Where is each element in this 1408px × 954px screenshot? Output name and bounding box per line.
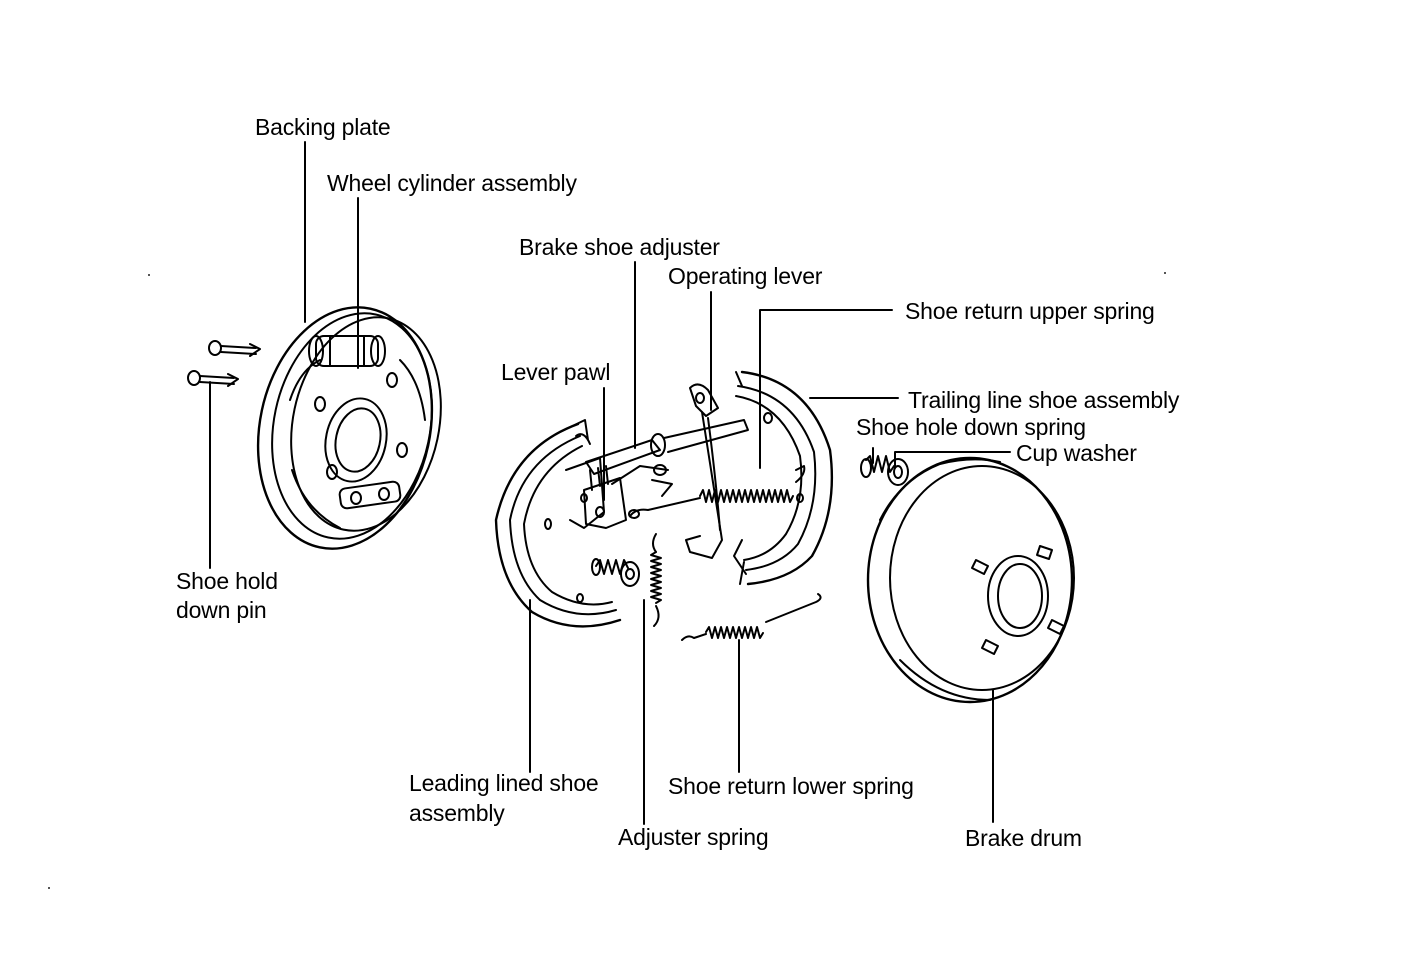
operating-lever-part (685, 383, 723, 559)
label-brake-shoe-adjuster: Brake shoe adjuster (519, 234, 720, 260)
label-shoe-hold-down-pin-1: Shoe hold (176, 568, 278, 594)
shoe-hold-down-pins (187, 340, 261, 387)
leader-lines (209, 141, 1011, 825)
lower-hold-down-spring (591, 558, 640, 587)
label-brake-drum: Brake drum (965, 825, 1082, 851)
label-shoe-return-lower-spring: Shoe return lower spring (668, 773, 914, 799)
label-lever-pawl: Lever pawl (501, 359, 611, 385)
trailing-shoe (733, 370, 834, 586)
leader-cup-washer (894, 451, 1011, 469)
right-hold-down-spring (860, 455, 909, 486)
label-trailing-line-shoe-assembly: Trailing line shoe assembly (908, 387, 1180, 413)
label-operating-lever: Operating lever (668, 263, 823, 289)
label-backing-plate: Backing plate (255, 114, 391, 140)
shoe-return-upper-spring-part (628, 465, 806, 519)
label-shoe-return-upper-spring: Shoe return upper spring (905, 298, 1155, 324)
adjuster-spring-part (650, 533, 662, 627)
label-leading-lined-shoe-1: Leading lined shoe (409, 770, 599, 796)
label-shoe-hole-down-spring: Shoe hole down spring (856, 414, 1086, 440)
label-wheel-cylinder-assembly: Wheel cylinder assembly (327, 170, 577, 196)
scan-speck (148, 274, 150, 276)
backing-plate (256, 306, 442, 550)
lever-pawl-part (583, 464, 673, 529)
leader-shoe-return-upper-spring (759, 309, 893, 469)
brake-drum-part (866, 456, 1075, 704)
scan-speck (48, 887, 50, 889)
brake-shoe-adjuster-part (585, 419, 749, 491)
shoe-return-lower-spring-part (681, 593, 822, 641)
label-shoe-hold-down-pin-2: down pin (176, 597, 267, 623)
label-cup-washer: Cup washer (1016, 440, 1137, 466)
label-leading-lined-shoe-2: assembly (409, 800, 505, 826)
leading-shoe (494, 419, 622, 628)
label-adjuster-spring: Adjuster spring (618, 824, 769, 850)
scan-speck (1164, 272, 1166, 274)
